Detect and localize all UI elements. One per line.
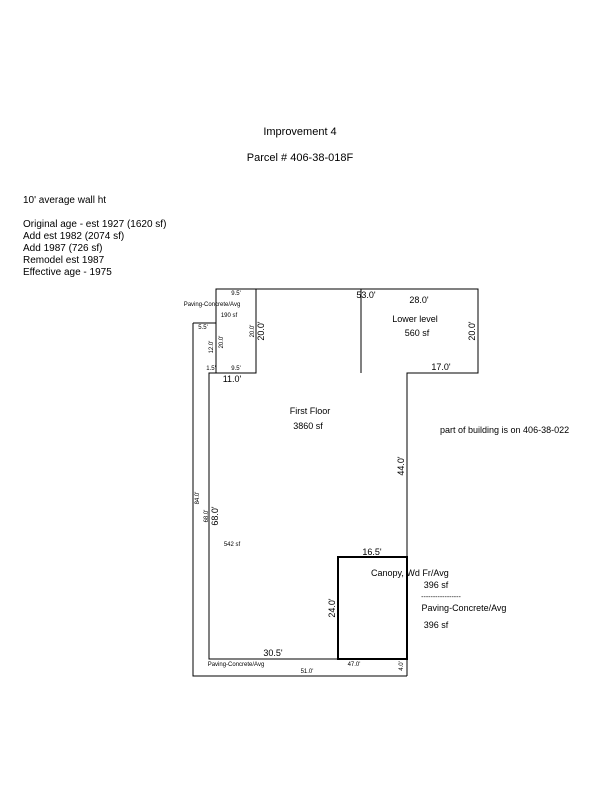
- age-notes: Original age - est 1927 (1620 sf) Add es…: [23, 219, 166, 279]
- age-note-line: Remodel est 1987: [23, 255, 105, 266]
- paving-bottom-label: Paving-Concrete/Avg: [208, 662, 265, 668]
- left-step-dim: 11.0': [223, 374, 242, 384]
- lower-level-right-dim: 20.0': [467, 321, 477, 341]
- paving-top-top-dim: 9.5': [231, 291, 241, 297]
- paving-left-small-dim: 12.0': [209, 341, 215, 354]
- building-note: part of building is on 406-38-022: [440, 425, 569, 435]
- paving-top-label: Paving-Concrete/Avg: [184, 302, 241, 308]
- first-floor-label: First Floor: [290, 406, 331, 416]
- wall-height-text: 10' average wall ht: [23, 195, 107, 206]
- first-floor-area: 3860 sf: [293, 421, 323, 431]
- paving-bottom-mid-dim: 47.0': [348, 662, 361, 668]
- bottom-dim: 30.5': [263, 648, 283, 658]
- lower-level-bottom-dim: 17.0': [431, 362, 451, 372]
- parcel-number: Parcel # 406-38-018F: [246, 152, 354, 164]
- paving-left-tiny-dim: 1.5': [206, 366, 216, 372]
- canopy-paving-area: 396 sf: [424, 620, 449, 630]
- paving-top-left-dim: 20.0': [219, 336, 225, 349]
- left-side-dim: 68.0': [210, 506, 220, 526]
- canopy-label: Canopy, Wd Fr/Avg: [371, 568, 449, 578]
- first-floor-outline: [208, 288, 479, 660]
- age-note-line: Add est 1982 (2074 sf): [23, 231, 125, 242]
- lower-level-area: 560 sf: [405, 328, 430, 338]
- paving-top-area: 190 sf: [221, 313, 238, 319]
- paving-left-top-dim: 5.5': [198, 325, 208, 331]
- lower-level-top-dim: 28.0': [409, 295, 429, 305]
- canopy-separator: -----------------: [421, 594, 461, 601]
- paving-left-inner-dim: 68.0': [204, 510, 210, 523]
- age-note-line: Original age - est 1927 (1620 sf): [23, 219, 167, 230]
- canopy-paving-label: Paving-Concrete/Avg: [422, 603, 507, 613]
- top-length-dim: 53.0': [356, 290, 376, 300]
- paving-top-right-dim: 20.0': [250, 325, 256, 338]
- paving-outline: [192, 322, 407, 677]
- paving-left-area: 542 sf: [224, 542, 241, 548]
- canopy-left-dim: 24.0': [327, 598, 337, 618]
- age-note-line: Effective age - 1975: [23, 267, 112, 278]
- right-side-dim: 44.0': [396, 456, 406, 476]
- age-note-line: Add 1987 (726 sf): [23, 243, 103, 254]
- page-title: Improvement 4: [263, 126, 337, 138]
- wall-height-note: 10' average wall ht: [23, 195, 106, 207]
- paving-top-bottom-dim: 9.5': [231, 366, 241, 372]
- canopy-top-dim: 16.5': [362, 547, 382, 557]
- paving-left-outer-dim: 84.0': [195, 492, 201, 505]
- paving-bottom-end-dim: 4.0': [399, 661, 405, 671]
- lower-level-label: Lower level: [392, 314, 438, 324]
- canopy-area: 396 sf: [424, 580, 449, 590]
- second-left-dim: 20.0': [256, 321, 266, 341]
- paving-bottom-dim: 51.0': [301, 669, 314, 675]
- canopy-rect: [337, 556, 408, 660]
